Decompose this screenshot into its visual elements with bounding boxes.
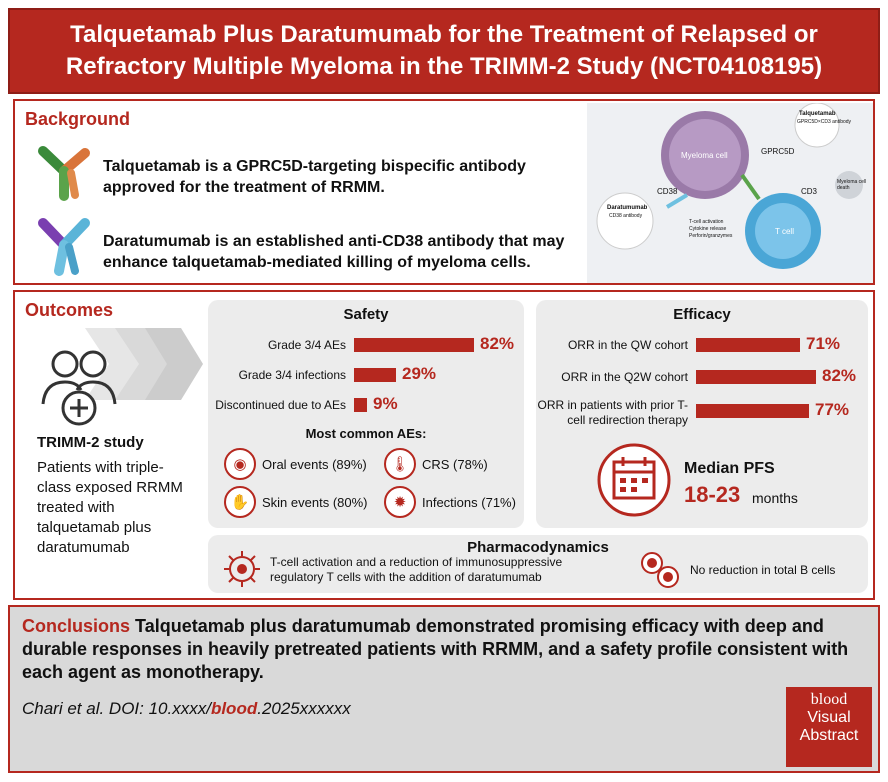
pharma-right-text: No reduction in total B cells <box>690 563 836 577</box>
pfs-unit: months <box>752 490 798 506</box>
efficacy-row-label: ORR in the Q2W cohort <box>561 370 688 384</box>
logo-line1: Visual <box>807 709 851 726</box>
efficacy-title: Efficacy <box>673 306 731 323</box>
pfs-label: Median PFS <box>684 460 775 477</box>
background-item-daratumumab: Daratumumab is an established anti-CD38 … <box>103 233 565 271</box>
outcomes-section: Outcomes TRIMM-2 study Patients with tri… <box>13 290 875 600</box>
efficacy-panel: Efficacy ORR in the QW cohort 71% ORR in… <box>536 300 868 528</box>
pharma-title: Pharmacodynamics <box>467 539 609 556</box>
talquetamab-antibody-icon <box>38 146 90 201</box>
citation-prefix: Chari et al. DOI: 10.xxxx/ <box>22 699 211 718</box>
illus-death-label: Myeloma cell death <box>837 179 867 191</box>
patients-icon <box>41 350 117 426</box>
safety-row-label: Grade 3/4 AEs <box>267 338 346 352</box>
thermometer-icon: 🌡 <box>384 448 416 480</box>
outcomes-heading: Outcomes <box>25 300 114 320</box>
efficacy-bar <box>696 404 809 418</box>
daratumumab-antibody-icon <box>38 218 90 276</box>
conclusion-heading: Conclusions <box>22 616 131 636</box>
illus-gprc5d-label: GPRC5D <box>761 147 795 156</box>
citation-journal: blood <box>210 699 258 718</box>
safety-panel: Safety Grade 3/4 AEs 82% Grade 3/4 infec… <box>208 300 524 528</box>
safety-row-label: Discontinued due to AEs <box>215 398 346 412</box>
illus-activation-label: T-cell activation <box>689 219 724 225</box>
ae-oral: Oral events (89%) <box>262 457 367 472</box>
safety-row-label: Grade 3/4 infections <box>238 368 346 382</box>
pharma-left-text: T-cell activation and a reduction of imm… <box>270 555 563 584</box>
illus-talq-label: Talquetamab <box>799 111 836 117</box>
logo-name: blood <box>810 691 848 708</box>
illus-dara-label: Daratumumab <box>607 205 648 211</box>
citation: Chari et al. DOI: 10.xxxx/blood.2025xxxx… <box>22 699 351 719</box>
mechanism-illustration: Myeloma cell GPRC5D Talquetamab GPRC5D×C… <box>587 103 873 283</box>
tcell-activation-icon <box>224 551 260 587</box>
study-description: Patients with triple-class exposed RRMM … <box>37 459 183 556</box>
illus-cd3-label: CD3 <box>801 187 818 196</box>
illus-myeloma-label: Myeloma cell <box>681 151 728 160</box>
pfs-value: 18-23 <box>684 482 741 507</box>
efficacy-value: 82% <box>822 366 857 385</box>
safety-value: 82% <box>480 334 515 353</box>
virus-icon: ✹ <box>384 486 416 518</box>
illus-tcell-label: T cell <box>775 227 794 236</box>
efficacy-value: 77% <box>815 400 850 419</box>
hand-icon: ✋ <box>224 486 256 518</box>
safety-bar <box>354 398 367 412</box>
conclusion-section: Conclusions Talquetamab plus daratumumab… <box>8 605 880 773</box>
safety-value: 29% <box>402 364 437 383</box>
efficacy-bar <box>696 370 816 384</box>
safety-bar <box>354 338 474 352</box>
logo-line2: Abstract <box>799 727 859 744</box>
conclusion-body: Conclusions Talquetamab plus daratumumab… <box>22 615 858 684</box>
ae-infections: Infections (71%) <box>422 495 516 510</box>
blood-logo: blood Visual Abstract <box>786 687 872 767</box>
ae-skin: Skin events (80%) <box>262 495 368 510</box>
pharmacodynamics-panel: Pharmacodynamics T-cell activation and a… <box>208 535 868 593</box>
conclusion-text: Talquetamab plus daratumumab demonstrate… <box>22 616 849 682</box>
background-heading: Background <box>25 109 131 129</box>
illus-dara-sub: CD38 antibody <box>609 213 643 219</box>
ae-crs: CRS (78%) <box>422 457 488 472</box>
page-title: Talquetamab Plus Daratumumab for the Tre… <box>65 21 823 80</box>
illus-cytokine-label: Cytokine release <box>689 226 727 232</box>
efficacy-bar <box>696 338 800 352</box>
efficacy-value: 71% <box>806 334 841 353</box>
safety-title: Safety <box>343 306 389 323</box>
background-section: Background Talquetamab is a GPRC5D-targe… <box>13 99 875 285</box>
citation-suffix: .2025xxxxxx <box>257 699 351 718</box>
safety-bar <box>354 368 396 382</box>
study-title: TRIMM-2 study <box>37 434 144 451</box>
bcells-icon <box>641 552 679 588</box>
mouth-icon: ◉ <box>224 448 256 480</box>
illus-talq-sub: GPRC5D×CD3 antibody <box>797 119 852 125</box>
calendar-icon <box>597 443 671 517</box>
title-banner: Talquetamab Plus Daratumumab for the Tre… <box>8 8 880 94</box>
safety-value: 9% <box>373 394 398 413</box>
efficacy-row-label: ORR in patients with prior T-cell redire… <box>537 398 689 427</box>
common-aes-title: Most common AEs: <box>305 426 427 441</box>
background-item-talquetamab: Talquetamab is a GPRC5D-targeting bispec… <box>103 158 526 196</box>
mechanism-diagram <box>596 103 863 269</box>
illus-cd38-label: CD38 <box>657 187 678 196</box>
illus-perforin-label: Perforin/granzymes <box>689 233 733 239</box>
efficacy-row-label: ORR in the QW cohort <box>567 338 688 352</box>
